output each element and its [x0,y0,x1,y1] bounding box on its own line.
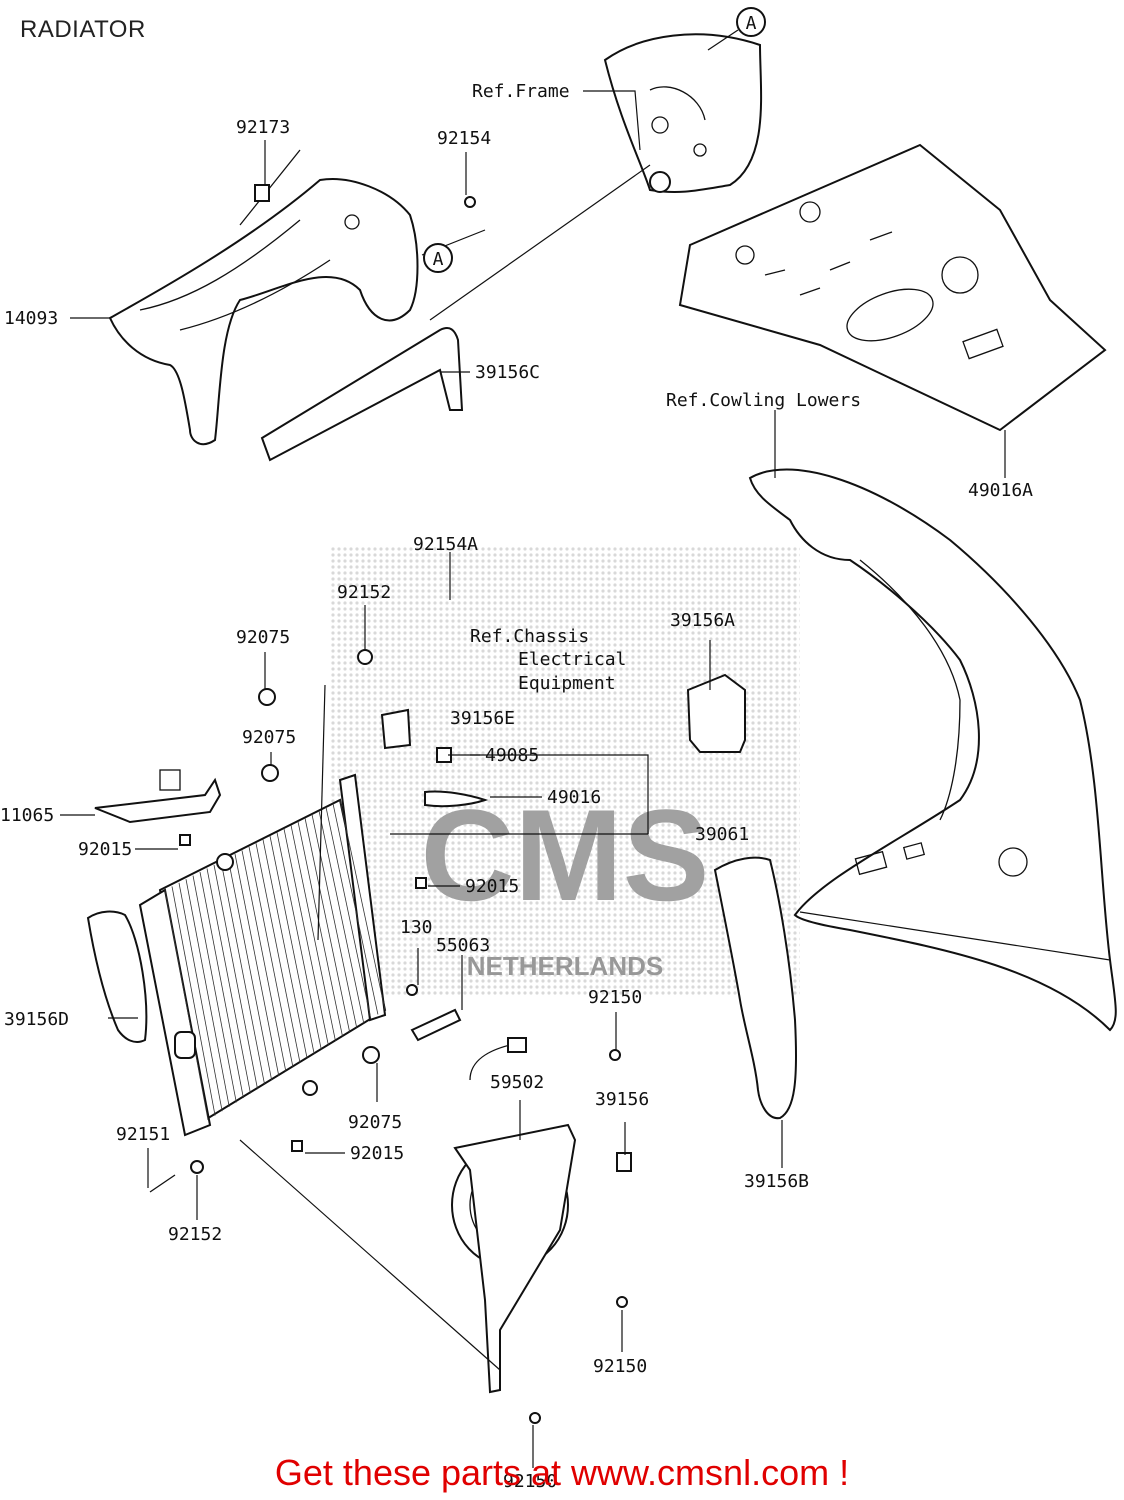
frame-part [603,33,763,194]
radiator-fin [255,843,301,1063]
radiator-fin [234,853,280,1077]
radiator-fin [297,821,343,1037]
radiator-fin [262,839,308,1059]
part-label[interactable]: 92015 [78,839,132,860]
radiator-fin [248,846,294,1068]
radiator-core [138,773,387,1137]
part-label[interactable]: 92150 [593,1356,647,1377]
watermark-subtext: NETHERLANDS [467,951,663,981]
radiator-fin [192,875,237,1103]
ref-cowling-label: Ref.Cowling Lowers [666,390,861,411]
radiator-fin [269,835,315,1055]
fasteners [149,196,632,1424]
part-label[interactable]: 92154A [413,534,478,555]
radiator-fin [241,850,287,1072]
part-label[interactable]: 92075 [348,1112,402,1133]
part-label[interactable]: 39156A [670,610,735,631]
plate-49016a [678,143,1107,432]
part-label[interactable]: 49016A [968,480,1033,501]
radiator-fin [339,799,386,1011]
callout-a-mid: A [423,243,453,273]
radiator-fin [213,864,258,1090]
block-39156a [686,673,746,753]
radiator-fin [276,832,322,1050]
part-label[interactable]: 92150 [503,1471,557,1492]
part-label[interactable]: 39061 [695,824,749,845]
radiator-fin [318,810,365,1024]
cable-tie-92173 [239,149,301,226]
part-label[interactable]: 39156C [475,362,540,383]
part-label[interactable]: 49016 [547,787,601,808]
part-label[interactable]: 39156E [450,708,515,729]
part-label[interactable]: 39156D [4,1009,69,1030]
part-label[interactable]: 130 [400,917,433,938]
part-label[interactable]: 92075 [236,627,290,648]
part-label[interactable]: 39156B [744,1171,809,1192]
part-label[interactable]: 11065 [0,805,54,826]
radiator-fin [178,882,223,1112]
part-label[interactable]: 92173 [236,117,290,138]
radiator-fin [199,871,244,1099]
footer-link[interactable]: Get these parts at www.cmsnl.com ! [274,1452,850,1493]
bracket-11065 [94,769,222,824]
part-label[interactable]: 39156 [595,1089,649,1110]
part-label[interactable]: 14093 [4,308,58,329]
radiator-fin [332,803,379,1015]
part-label[interactable]: 55063 [436,935,490,956]
part-label[interactable]: 92150 [588,987,642,1008]
guard-14093 [108,178,419,446]
radiator-fin [220,861,266,1085]
part-label[interactable]: 92015 [465,876,519,897]
radiator-fin [311,814,358,1028]
strip-39156c [260,327,464,462]
part-label[interactable]: 92152 [337,582,391,603]
radiator-fin [283,828,329,1046]
radiator-fin [164,889,209,1121]
radiator-fin [290,825,336,1041]
radiator-fin [171,886,216,1116]
part-label[interactable]: 92075 [242,727,296,748]
part-label[interactable]: 92151 [116,1124,170,1145]
radiator-fin [304,817,350,1033]
watermark: CMS NETHERLANDS [330,545,800,995]
diagram-title: RADIATOR [20,16,146,43]
part-label[interactable]: 92015 [350,1143,404,1164]
part-label[interactable]: 92154 [437,128,491,149]
radiator-fin [325,807,372,1019]
cooling-fan-59502 [451,1037,577,1394]
callout-a-top-letter: A [746,13,757,34]
ref-chassis-label-3: Equipment [518,673,616,694]
callout-a-mid-letter: A [433,249,444,270]
callout-a-top: A [736,7,766,37]
part-label[interactable]: 49085 [485,745,539,766]
ref-chassis-label-2: Electrical [518,649,626,670]
ref-frame-label: Ref.Frame [472,81,570,102]
side-piece-39156d [86,910,148,1043]
part-label[interactable]: 92152 [168,1224,222,1245]
radiator-fin [185,879,230,1107]
cowling-lowers [748,468,1117,1032]
ref-chassis-label-1: Ref.Chassis [470,626,589,647]
part-label[interactable]: 59502 [490,1072,544,1093]
watermark-text: CMS [421,782,710,928]
radiator-fin [206,868,251,1094]
radiator-fin [227,857,273,1081]
leader-lines [60,29,1111,1468]
strip-39156b [713,856,798,1120]
